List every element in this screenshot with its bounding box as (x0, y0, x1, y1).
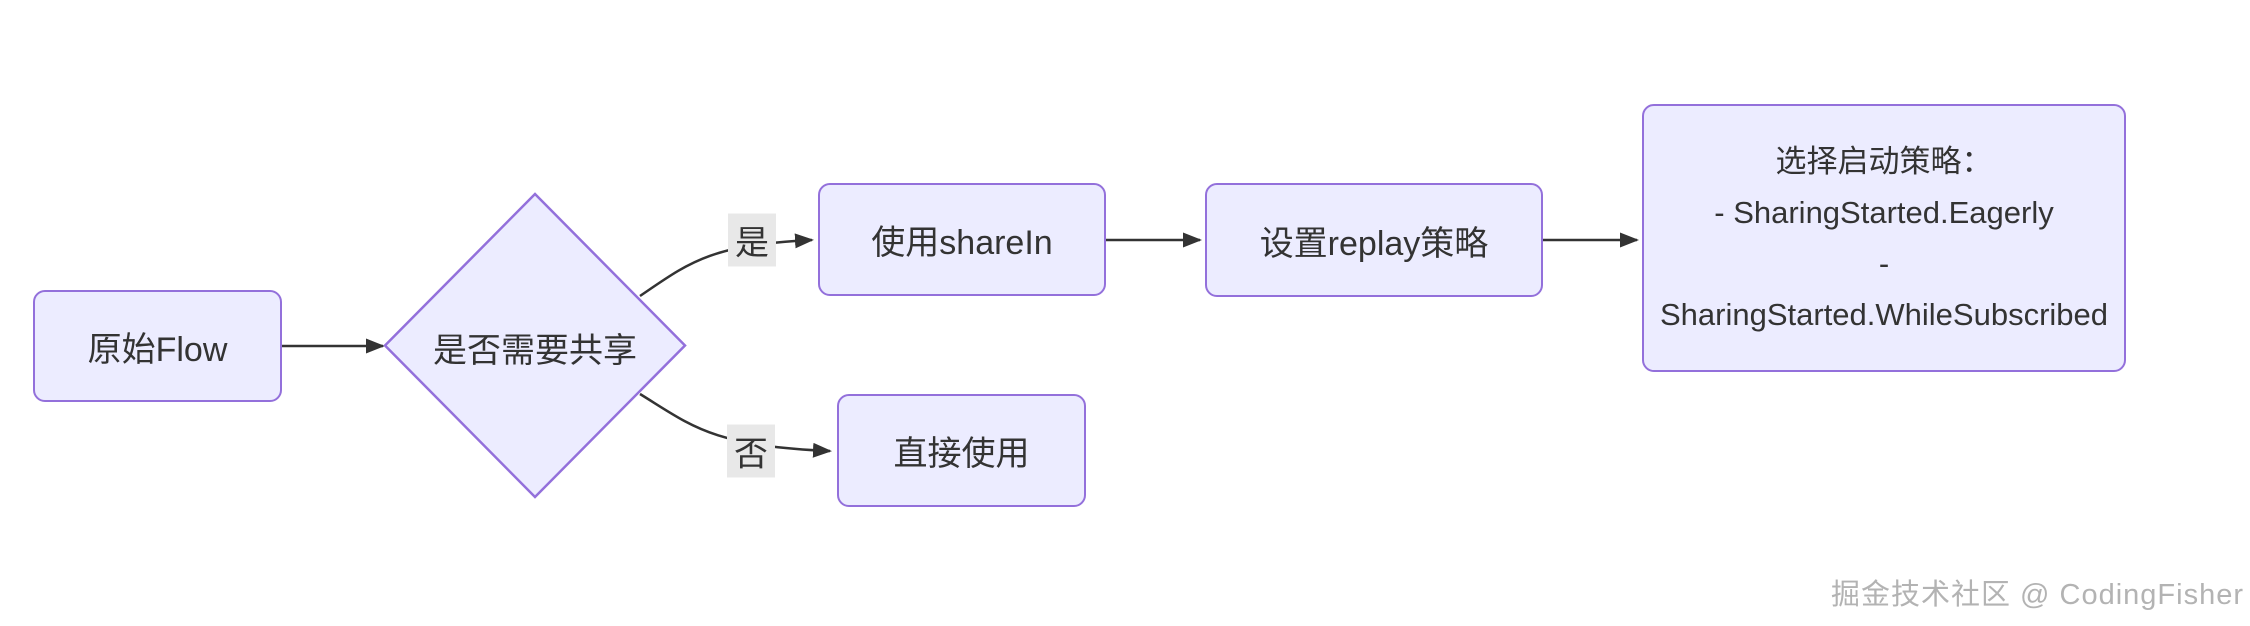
node-decision-label: 是否需要共享 (433, 332, 637, 370)
node-use-sharein: 使用shareIn (818, 183, 1106, 296)
edge-decision-no-to-direct (639, 392, 832, 458)
node-source: 原始Flow (33, 290, 282, 402)
node-direct-use: 直接使用 (837, 394, 1086, 507)
strategy-line-whilesubscribed: SharingStarted.WhileSubscribed (1659, 297, 2109, 332)
node-direct-use-label: 直接使用 (893, 435, 1030, 473)
strategy-line-eagerly: - SharingStarted.Eagerly (1714, 195, 2054, 230)
watermark-text: 掘金技术社区 @ CodingFisher (1830, 579, 2244, 611)
edge-decision-yes-to-sharein (639, 233, 814, 298)
node-use-sharein-label: 使用shareIn (871, 224, 1053, 262)
strategy-line-title: 选择启动策略： (1775, 144, 1993, 179)
edge-label-no: 否 (727, 424, 775, 478)
node-set-replay-label: 设置replay策略 (1259, 224, 1489, 263)
node-choose-strategy: 选择启动策略： - SharingStarted.Eagerly - Shari… (1642, 104, 2126, 372)
strategy-line-dash: - (1878, 246, 1890, 281)
node-set-replay: 设置replay策略 (1205, 183, 1543, 297)
node-source-label: 原始Flow (87, 330, 228, 369)
edge-label-yes: 是 (728, 213, 776, 267)
decision-diamond-shape (383, 192, 687, 499)
